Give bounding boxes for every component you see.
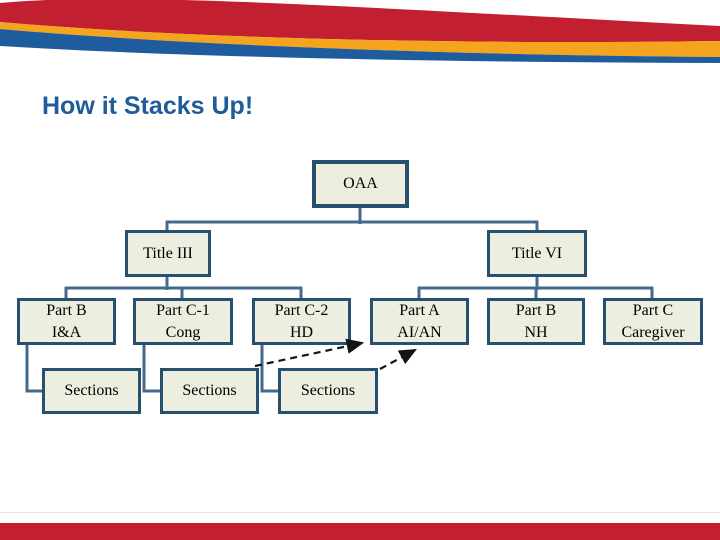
top-ribbon-decoration (0, 0, 720, 63)
node-sections-3: Sections (278, 368, 378, 414)
node-part-c-caregiver: Part C Caregiver (603, 298, 703, 345)
dashed-arrow-sections2-to-part-a (254, 338, 365, 368)
node-part-b-ia: Part B I&A (17, 298, 116, 345)
node-title-iii: Title III (125, 230, 211, 277)
node-part-c2-hd: Part C-2 HD (252, 298, 351, 345)
node-part-b-nh: Part B NH (487, 298, 585, 345)
node-part-c1-cong: Part C-1 Cong (133, 298, 233, 345)
ribbon-gold-band (0, 22, 720, 57)
dashed-arrow-sections3-to-part-a (379, 348, 417, 370)
node-sections-1: Sections (42, 368, 141, 414)
node-sections-2: Sections (160, 368, 259, 414)
slide-title: How it Stacks Up! (42, 92, 254, 120)
footer-bar (0, 523, 720, 540)
ribbon-red-band (0, 0, 720, 43)
footer-hairline (0, 512, 720, 513)
node-oaa: OAA (312, 160, 409, 208)
ribbon-blue-band (0, 29, 720, 63)
node-part-a-aian: Part A AI/AN (370, 298, 469, 345)
node-title-vi: Title VI (487, 230, 587, 277)
